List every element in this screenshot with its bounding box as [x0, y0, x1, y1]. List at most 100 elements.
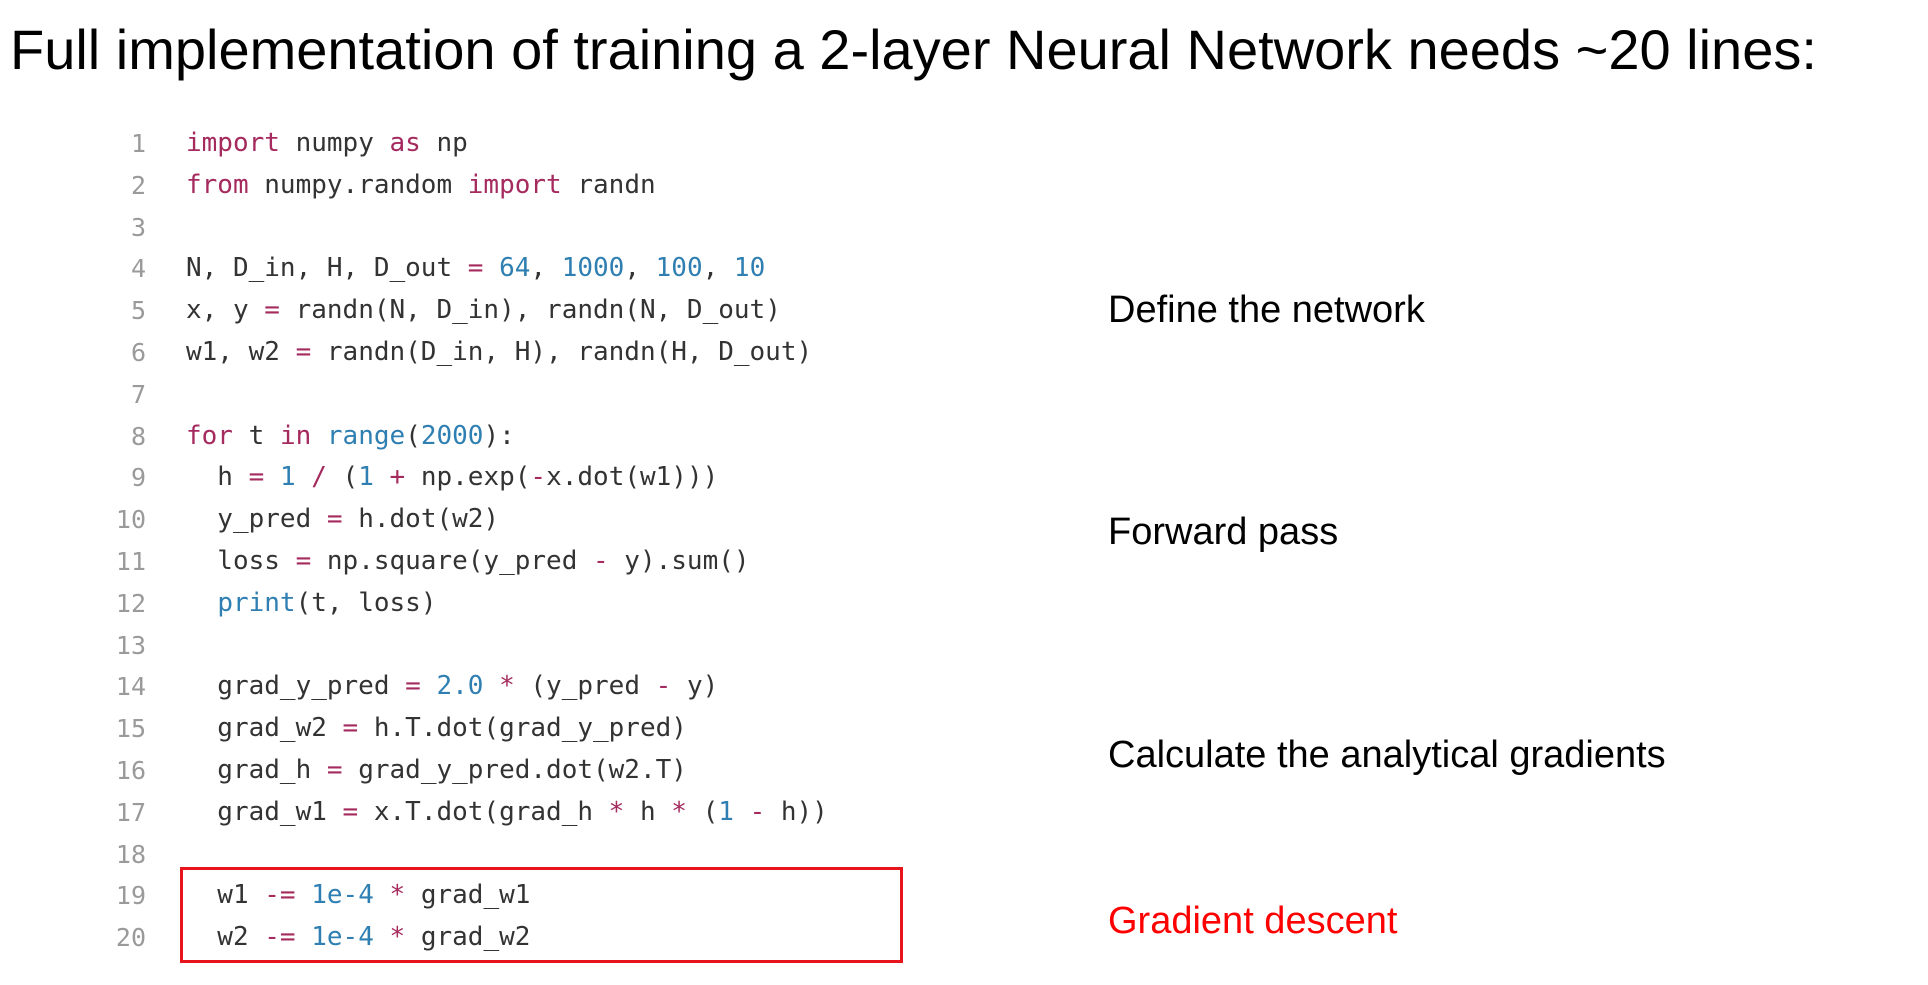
- code-token: np: [420, 128, 468, 158]
- code-token: =: [326, 754, 343, 785]
- code-token: /: [311, 462, 327, 493]
- line-number: 7: [130, 379, 146, 409]
- code-token: [734, 797, 750, 827]
- code-token: import: [186, 128, 280, 158]
- code-token: import: [467, 169, 562, 200]
- code-token: grad_y_pred: [186, 671, 406, 702]
- code-token: =: [326, 504, 343, 535]
- code-token: 10: [733, 253, 766, 284]
- code-token: randn(N, D_in), randn(N, D_out): [279, 295, 781, 326]
- code-token: [483, 671, 499, 701]
- code-text: [146, 625, 186, 667]
- code-text: [146, 374, 186, 416]
- code-token: grad_w2: [186, 713, 343, 744]
- annotation-forward-pass: Forward pass: [1108, 511, 1339, 553]
- code-token: -=: [264, 880, 296, 911]
- code-token: *: [389, 922, 406, 953]
- annotation-gradient-descent: Gradient descent: [1108, 900, 1398, 942]
- code-token: =: [295, 336, 312, 367]
- code-token: ,: [624, 253, 656, 284]
- code-token: x.T.dot(grad_h: [358, 796, 609, 827]
- code-token: t: [232, 420, 280, 451]
- code-token: [296, 462, 312, 492]
- code-token: =: [467, 253, 484, 284]
- code-token: 2.0: [436, 671, 484, 702]
- code-line: 19 w1 -= 1e-4 * grad_w1: [100, 875, 920, 917]
- code-token: *: [608, 796, 625, 827]
- code-line: 16 grad_h = grad_y_pred.dot(w2.T): [100, 750, 920, 792]
- code-token: h.T.dot(grad_y_pred): [358, 713, 687, 744]
- code-token: grad_y_pred.dot(w2.T): [342, 754, 687, 785]
- code-token: 2000: [420, 420, 484, 451]
- code-token: (: [405, 420, 421, 451]
- code-line: 18: [100, 834, 920, 876]
- code-token: (y_pred: [514, 671, 656, 702]
- code-token: ):: [483, 420, 515, 451]
- code-token: 1: [279, 462, 296, 493]
- code-token: -: [593, 545, 609, 576]
- code-token: 1: [718, 796, 734, 827]
- code-text: x, y = randn(N, D_in), randn(N, D_out): [146, 290, 781, 332]
- code-token: y): [671, 671, 719, 702]
- code-token: randn: [561, 169, 656, 200]
- code-token: grad_w2: [405, 922, 531, 953]
- line-number: 10: [115, 505, 146, 535]
- code-token: *: [389, 880, 406, 911]
- code-token: y).sum(): [608, 545, 750, 576]
- code-token: [421, 671, 437, 701]
- line-number: 2: [130, 170, 146, 200]
- code-token: w2: [186, 922, 265, 953]
- code-token: numpy: [279, 128, 390, 158]
- code-token: range: [326, 420, 406, 451]
- code-text: for t in range(2000):: [146, 416, 515, 458]
- code-token: *: [671, 796, 687, 827]
- code-text: w1, w2 = randn(D_in, H), randn(H, D_out): [146, 332, 812, 374]
- code-token: from: [186, 169, 249, 200]
- code-token: h)): [765, 796, 828, 827]
- line-number: 11: [115, 546, 146, 576]
- line-number: 14: [115, 672, 146, 702]
- code-text: loss = np.square(y_pred - y).sum(): [146, 541, 750, 583]
- code-token: h: [186, 462, 249, 493]
- code-token: 1: [358, 462, 374, 493]
- line-number: 8: [130, 421, 146, 451]
- line-number: 19: [115, 881, 146, 911]
- code-token: h.dot(w2): [342, 504, 500, 535]
- code-token: (t, loss): [295, 587, 437, 618]
- code-line: 11 loss = np.square(y_pred - y).sum(): [100, 541, 920, 583]
- code-line: 10 y_pred = h.dot(w2): [100, 499, 920, 541]
- code-token: w1, w2: [186, 336, 296, 367]
- code-text: h = 1 / (1 + np.exp(-x.dot(w1))): [146, 457, 718, 499]
- gradient-descent-highlight-box: [180, 867, 903, 963]
- code-text: grad_y_pred = 2.0 * (y_pred - y): [146, 666, 718, 708]
- code-token: 64: [499, 253, 531, 284]
- code-line: 9 h = 1 / (1 + np.exp(-x.dot(w1))): [100, 457, 920, 499]
- line-number: 4: [130, 254, 146, 284]
- code-text: print(t, loss): [146, 583, 436, 625]
- code-text: w2 -= 1e-4 * grad_w2: [146, 917, 530, 959]
- code-text: grad_h = grad_y_pred.dot(w2.T): [146, 750, 687, 792]
- code-token: ,: [702, 253, 734, 284]
- code-line: 15 grad_w2 = h.T.dot(grad_y_pred): [100, 708, 920, 750]
- line-number: 20: [115, 923, 146, 953]
- code-token: np.square(y_pred: [311, 545, 593, 576]
- code-line: 12 print(t, loss): [100, 583, 920, 625]
- code-line: 13: [100, 625, 920, 667]
- code-token: as: [389, 128, 421, 158]
- code-text: [146, 207, 186, 249]
- code-token: 1e-4: [311, 922, 374, 953]
- line-number: 5: [130, 296, 146, 326]
- code-token: numpy.random: [248, 169, 468, 200]
- line-number: 16: [115, 755, 146, 785]
- code-token: 100: [655, 253, 703, 284]
- code-text: y_pred = h.dot(w2): [146, 499, 499, 541]
- code-token: -: [655, 671, 672, 702]
- code-token: grad_h: [186, 754, 327, 785]
- code-line: 3: [100, 207, 920, 249]
- code-token: loss: [186, 545, 296, 576]
